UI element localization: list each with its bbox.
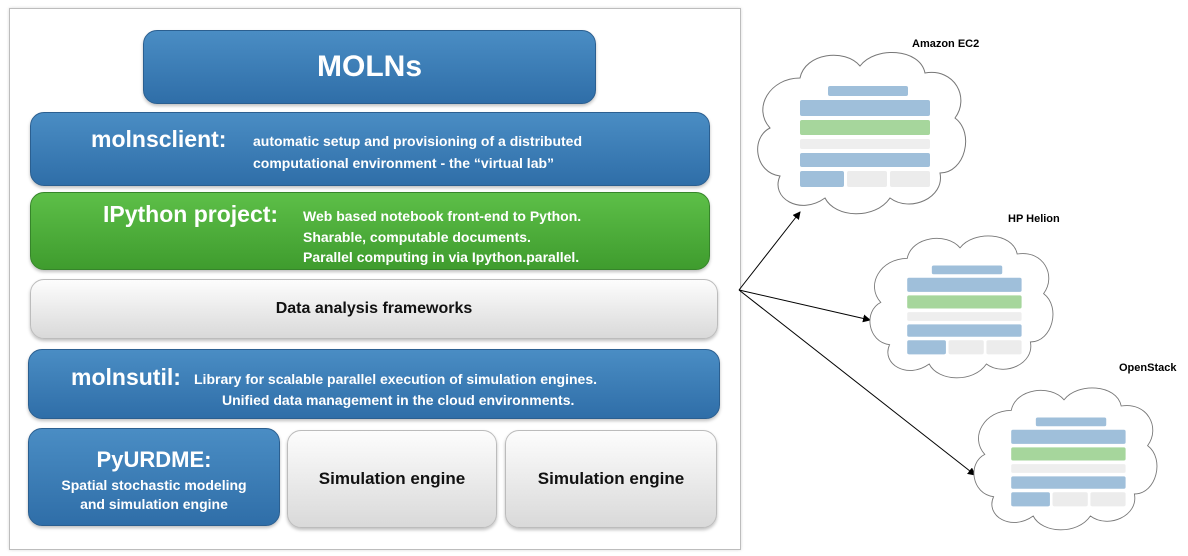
molnsclient-name: molnsclient: xyxy=(91,126,227,152)
arrow-to-helion xyxy=(738,289,871,323)
molns-box: MOLNs xyxy=(143,30,596,104)
ipython-line3: Parallel computing in via Ipython.parall… xyxy=(303,249,580,265)
data-analysis-box: Data analysis frameworks xyxy=(30,279,718,339)
molnsclient-box: molnsclient: automatic setup and provisi… xyxy=(30,112,710,186)
ipython-box: IPython project: Web based notebook fron… xyxy=(30,192,710,270)
ipython-line1: Web based notebook front-end to Python. xyxy=(303,208,582,224)
cloud-icon xyxy=(973,387,1158,531)
ipython-name: IPython project: xyxy=(103,201,279,227)
data-analysis-label: Data analysis frameworks xyxy=(275,300,473,317)
pyurdme-name: PyURDME: xyxy=(96,447,212,472)
molnsclient-line2: computational environment - the “virtual… xyxy=(253,155,555,171)
pyurdme-line1: Spatial stochastic modeling xyxy=(61,477,247,493)
simulation-engine-label: Simulation engine xyxy=(318,469,466,488)
arrow-to-openstack xyxy=(738,289,976,476)
molnsclient-line1: automatic setup and provisioning of a di… xyxy=(253,133,583,149)
simulation-engine-box: Simulation engine xyxy=(287,430,497,528)
cloud-label-openstack: OpenStack xyxy=(1119,362,1177,374)
cloud-label-helion: HP Helion xyxy=(1008,213,1060,225)
ipython-line2: Sharable, computable documents. xyxy=(303,229,531,245)
molnsutil-box: molnsutil: Library for scalable parallel… xyxy=(28,349,720,419)
cloud-label-amazon: Amazon EC2 xyxy=(912,38,980,50)
cloud-icon xyxy=(757,52,967,215)
pyurdme-line2: and simulation engine xyxy=(80,496,228,512)
cloud-icon xyxy=(869,235,1054,379)
simulation-engine-box: Simulation engine xyxy=(505,430,717,528)
molns-title: MOLNs xyxy=(317,50,422,83)
arrow-to-amazon xyxy=(738,211,801,291)
molnsutil-line1: Library for scalable parallel execution … xyxy=(194,371,598,387)
molnsutil-line2: Unified data management in the cloud env… xyxy=(222,392,575,408)
simulation-engine-label: Simulation engine xyxy=(537,469,685,488)
molnsutil-name: molnsutil: xyxy=(71,364,181,390)
pyurdme-box: PyURDME: Spatial stochastic modeling and… xyxy=(28,428,280,526)
